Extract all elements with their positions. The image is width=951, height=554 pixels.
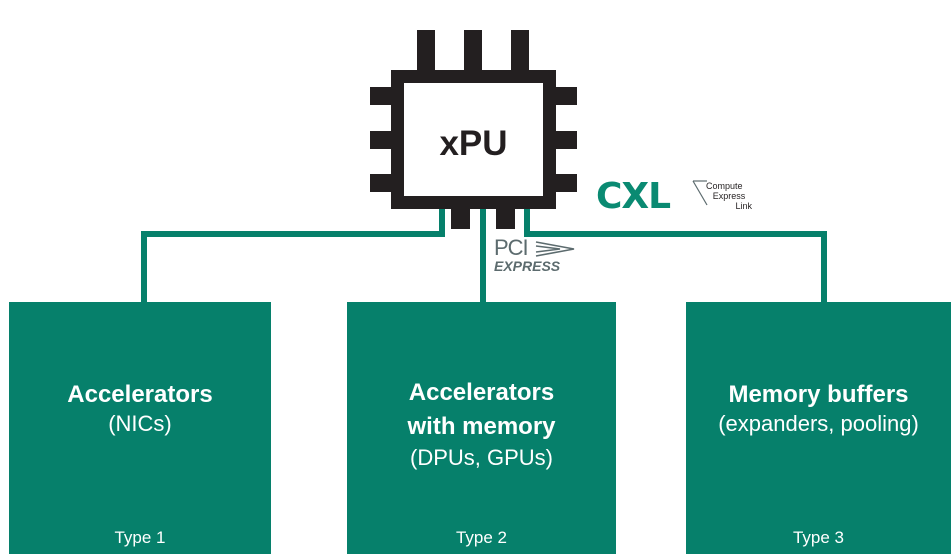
cxl-tagline-line: Express <box>712 191 746 201</box>
pcie-logo: PCI EXPRESS <box>494 236 594 280</box>
chip-pin <box>451 207 470 229</box>
chip-pin <box>554 131 577 149</box>
chip-pin <box>417 30 435 72</box>
chip-pin <box>370 131 393 149</box>
chip-pin <box>370 174 393 192</box>
chip-pin <box>496 207 515 229</box>
cxl-tagline-line: Compute <box>706 181 743 191</box>
pcie-arrow-icon <box>535 241 575 257</box>
box-type-label: Type 1 <box>114 528 166 547</box>
box-subtitle: (NICs) <box>108 411 172 436</box>
box-title: Accelerators <box>67 381 213 408</box>
chip-pin <box>554 174 577 192</box>
chip-pin <box>370 87 393 105</box>
box-subtitle: (DPUs, GPUs) <box>410 445 553 470</box>
box-title: Accelerators <box>408 379 555 406</box>
type1-box: Accelerators (NICs) Type 1 <box>9 302 271 554</box>
box-title: Memory buffers <box>728 381 909 408</box>
box-type-label: Type 2 <box>455 528 508 547</box>
chip-pin <box>464 30 482 72</box>
connector-type1 <box>141 209 445 302</box>
xpu-chip: xPU <box>391 70 556 209</box>
cxl-logo: CXL Compute Express Link <box>596 178 756 216</box>
cxl-slash-icon <box>692 180 708 206</box>
box-subtitle: (expanders, pooling) <box>718 411 919 436</box>
cxl-tagline: Compute Express Link <box>706 181 752 211</box>
type3-box: Memory buffers (expanders, pooling) Type… <box>686 302 951 554</box>
box-title: with memory <box>407 413 556 440</box>
pcie-logo-express: EXPRESS <box>494 258 561 274</box>
box-type-label: Type 3 <box>792 528 845 547</box>
connector-type3 <box>524 209 827 302</box>
chip-pin <box>511 30 529 72</box>
chip-pin <box>554 87 577 105</box>
cxl-logo-word: CXL <box>596 176 671 217</box>
type2-box: Accelerators with memory (DPUs, GPUs) Ty… <box>347 302 616 554</box>
pcie-logo-word: PCI <box>494 235 529 260</box>
cxl-tagline-line: Link <box>735 201 752 211</box>
chip-label: xPU <box>439 123 508 163</box>
